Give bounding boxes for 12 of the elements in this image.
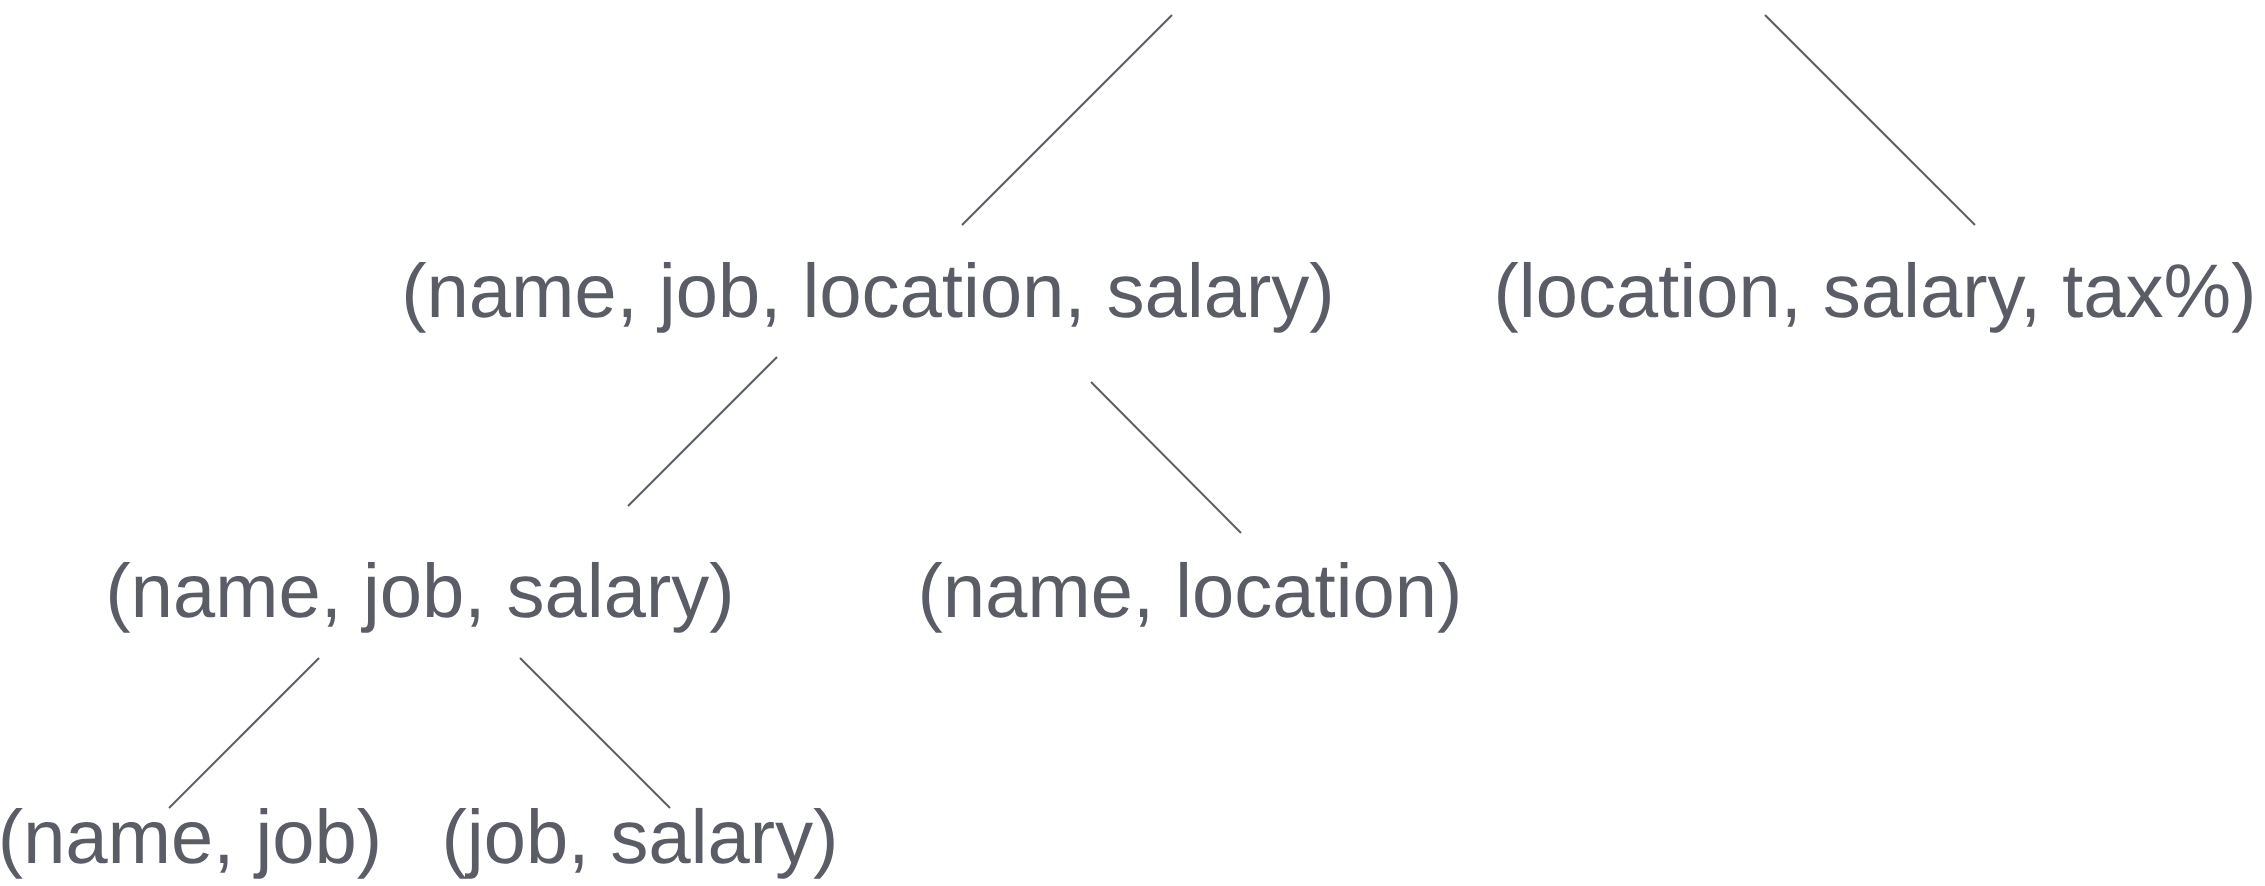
tuple-label: (name, job, salary): [110, 561, 730, 633]
tree-branch: [1764, 14, 1976, 226]
tuple-label: (name, job, location, salary): [406, 261, 1330, 333]
tree-branch: [1090, 381, 1242, 534]
tree-branch: [168, 657, 320, 809]
tree-branch: [519, 657, 671, 809]
tuple-label: (name, location): [922, 561, 1458, 633]
tuple-label: (location, salary, tax%): [1498, 261, 2252, 333]
tree-branch: [961, 14, 1173, 226]
tuple-label: (name, job): [2, 807, 378, 879]
tree-branch: [627, 356, 778, 507]
tuple-label: (job, salary): [446, 807, 834, 879]
